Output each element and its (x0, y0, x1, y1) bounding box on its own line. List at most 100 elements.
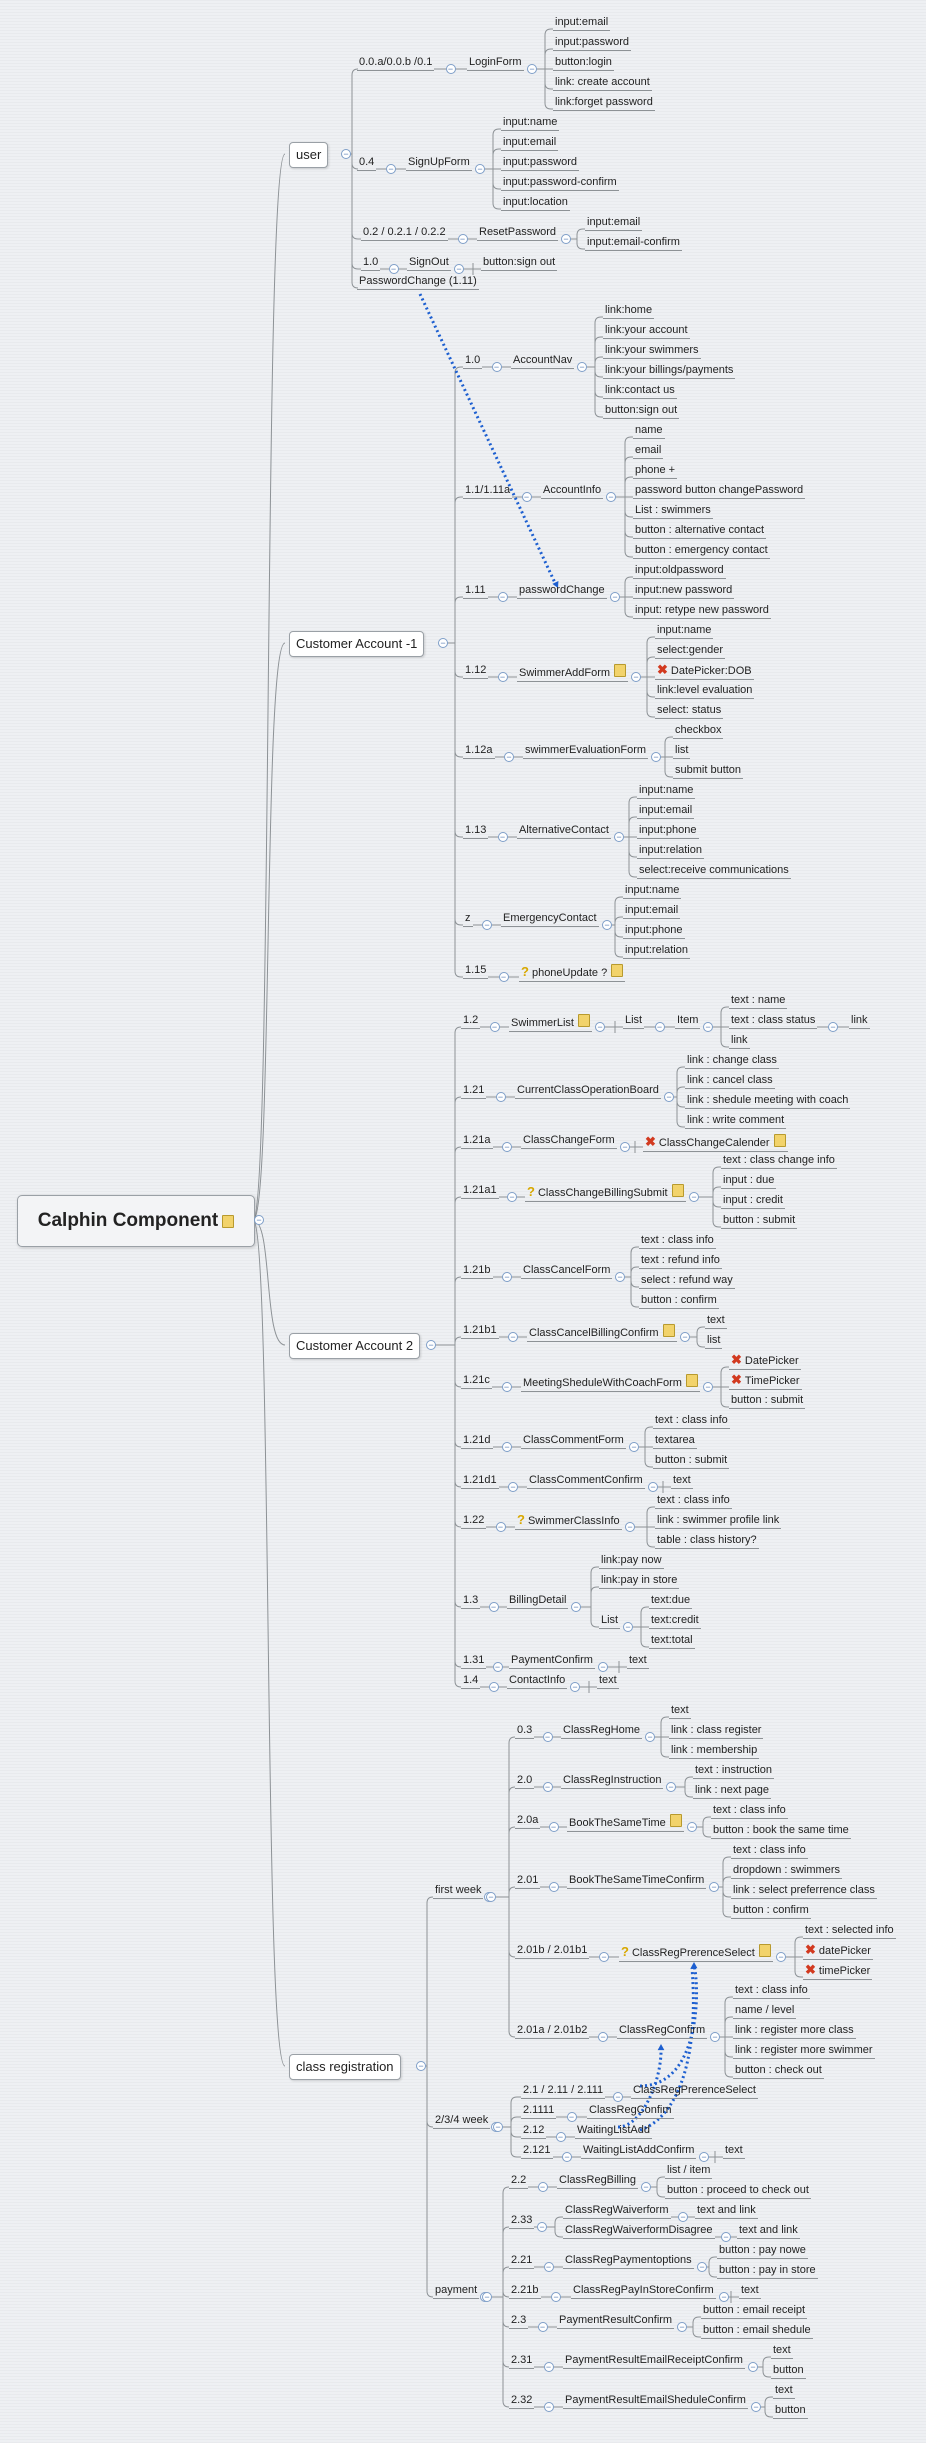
class-change-billing[interactable]: ?ClassChangeBillingSubmit (525, 1184, 686, 1202)
cancel-billing-list[interactable]: list (705, 1334, 723, 1349)
collapse-toggle-icon[interactable]: − (497, 592, 508, 602)
nav-billings[interactable]: link:your billings/payments (603, 364, 736, 379)
collapse-toggle-icon[interactable]: − (445, 64, 456, 74)
collapse-toggle-icon[interactable]: − (502, 1442, 512, 1452)
billing-credit[interactable]: input : credit (721, 1194, 785, 1209)
collapse-toggle-icon[interactable]: − (457, 234, 468, 244)
meeting-schedule-form[interactable]: MeetingSheduleWithCoachForm (521, 1374, 700, 1392)
payment-options[interactable]: ClassRegPaymentoptions (563, 2254, 694, 2269)
label-2-12[interactable]: 2.12 (521, 2124, 547, 2139)
collapse-toggle-icon[interactable]: − (629, 1442, 639, 1452)
collapse-toggle-icon[interactable]: − (548, 1822, 559, 1832)
label-1-21d[interactable]: 1.21d (461, 1434, 493, 1449)
conf-name-level[interactable]: name / level (733, 2004, 797, 2019)
collapse-toggle-icon[interactable]: − (426, 1340, 436, 1350)
collapse-toggle-icon[interactable]: − (495, 1092, 506, 1102)
label-2-2[interactable]: 2.2 (509, 2174, 529, 2189)
pay-in-store-text[interactable]: text (739, 2284, 761, 2299)
class-reg-prerence-select[interactable]: ?ClassRegPrerenceSelect (619, 1944, 773, 1962)
emg-relation[interactable]: input:relation (623, 944, 690, 959)
collapse-toggle-icon[interactable]: − (388, 264, 399, 274)
billing-credit-text[interactable]: text:credit (649, 1614, 701, 1629)
collapse-toggle-icon[interactable]: − (595, 1022, 605, 1032)
collapse-toggle-icon[interactable]: − (571, 1602, 581, 1612)
class-change-form[interactable]: ClassChangeForm (521, 1134, 617, 1149)
sci-profile-link[interactable]: link : swimmer profile link (655, 1514, 782, 1529)
section-customer-account-1[interactable]: Customer Account -1 (289, 631, 425, 657)
signup-password-confirm[interactable]: input:password-confirm (501, 176, 619, 191)
label-2-0a[interactable]: 2.0a (515, 1814, 541, 1829)
add-level-link[interactable]: link:level evaluation (655, 684, 755, 699)
collapse-toggle-icon[interactable]: − (488, 1682, 499, 1692)
collapse-toggle-icon[interactable]: − (537, 2222, 547, 2232)
collapse-toggle-icon[interactable]: − (677, 2322, 687, 2332)
collapse-toggle-icon[interactable]: − (689, 1192, 699, 1202)
collapse-toggle-icon[interactable]: − (625, 1522, 635, 1532)
collapse-toggle-icon[interactable]: − (703, 1022, 713, 1032)
swimmer-class-info[interactable]: ?SwimmerClassInfo (515, 1513, 622, 1530)
label-2-121[interactable]: 2.121 (521, 2144, 553, 2159)
w-prerence-select[interactable]: ClassRegPrerenceSelect (631, 2084, 758, 2099)
waiting-list-confirm[interactable]: WaitingListAddConfirm (581, 2144, 697, 2159)
swimmer-evaluation-form[interactable]: swimmerEvaluationForm (523, 744, 649, 759)
collapse-toggle-icon[interactable]: − (562, 2152, 572, 2162)
book-class-info[interactable]: text : class info (711, 1804, 788, 1819)
collapse-toggle-icon[interactable]: − (719, 2292, 729, 2302)
meeting-submit[interactable]: button : submit (729, 1394, 806, 1409)
label-2-21[interactable]: 2.21 (509, 2254, 535, 2269)
class-reg-instruction[interactable]: ClassRegInstruction (561, 1774, 664, 1789)
signup-email[interactable]: input:email (501, 136, 559, 151)
nav-home[interactable]: link:home (603, 304, 655, 319)
collapse-toggle-icon[interactable]: − (543, 2402, 554, 2412)
collapse-toggle-icon[interactable]: − (680, 1332, 690, 1342)
collapse-toggle-icon[interactable]: − (614, 832, 624, 842)
collapse-toggle-icon[interactable]: − (570, 1682, 580, 1692)
info-emergency-contact[interactable]: button : emergency contact (633, 544, 770, 559)
board-write-comment[interactable]: link : write comment (685, 1114, 787, 1129)
info-phone[interactable]: phone + (633, 464, 678, 479)
payment[interactable]: payment (433, 2284, 480, 2299)
collapse-toggle-icon[interactable]: − (551, 2292, 561, 2302)
collapse-toggle-icon[interactable]: − (615, 1272, 625, 1282)
password-change-link[interactable]: PasswordChange (1.11) (357, 275, 479, 290)
collapse-toggle-icon[interactable]: − (703, 1382, 713, 1392)
billing-list[interactable]: List (599, 1614, 621, 1629)
payment-confirm[interactable]: PaymentConfirm (509, 1654, 595, 1669)
label-1-21c[interactable]: 1.21c (461, 1374, 492, 1389)
label-1-31[interactable]: 1.31 (461, 1654, 487, 1669)
label-1-12a[interactable]: 1.12a (463, 744, 495, 759)
collapse-toggle-icon[interactable]: − (438, 638, 448, 648)
label-1-13[interactable]: 1.13 (463, 824, 489, 839)
swimmer-list-list[interactable]: List (623, 1014, 645, 1029)
home-class-register[interactable]: link : class register (669, 1724, 764, 1739)
payment-confirm-text[interactable]: text (627, 1654, 649, 1669)
info-list-swimmers[interactable]: List : swimmers (633, 504, 713, 519)
shedule-confirm[interactable]: PaymentResultEmailSheduleConfirm (563, 2394, 748, 2409)
cancel-billing-text[interactable]: text (705, 1314, 727, 1329)
add-status[interactable]: select: status (655, 704, 724, 719)
billing-pay-in-store[interactable]: link:pay in store (599, 1574, 680, 1589)
instruction-text[interactable]: text : instruction (693, 1764, 775, 1779)
label-1-22[interactable]: 1.22 (461, 1514, 487, 1529)
collapse-toggle-icon[interactable]: − (599, 1952, 609, 1962)
payment-result-confirm[interactable]: PaymentResultConfirm (557, 2314, 675, 2329)
link-forget-password[interactable]: link:forget password (553, 96, 655, 111)
conf-register-swimmer[interactable]: link : register more swimmer (733, 2044, 875, 2059)
label-1-3[interactable]: 1.3 (461, 1594, 481, 1609)
collapse-toggle-icon[interactable]: − (566, 2112, 577, 2122)
collapse-toggle-icon[interactable]: − (486, 1892, 496, 1902)
collapse-toggle-icon[interactable]: − (492, 1662, 503, 1672)
collapse-toggle-icon[interactable]: − (710, 2032, 720, 2042)
collapse-toggle-icon[interactable]: − (620, 1142, 630, 1152)
label-0-4[interactable]: 0.4 (357, 156, 377, 171)
bstc-confirm[interactable]: button : confirm (731, 1904, 811, 1919)
collapse-toggle-icon[interactable]: − (631, 672, 641, 682)
item-text-status[interactable]: text : class status (729, 1014, 818, 1029)
label-1-12[interactable]: 1.12 (463, 664, 489, 679)
retype-password[interactable]: input: retype new password (633, 604, 771, 619)
collapse-toggle-icon[interactable]: − (491, 362, 502, 372)
board-cancel-class[interactable]: link : cancel class (685, 1074, 775, 1089)
label-2-3[interactable]: 2.3 (509, 2314, 529, 2329)
eval-submit[interactable]: submit button (673, 764, 744, 779)
label-1-0-signout[interactable]: 1.0 (361, 256, 381, 271)
